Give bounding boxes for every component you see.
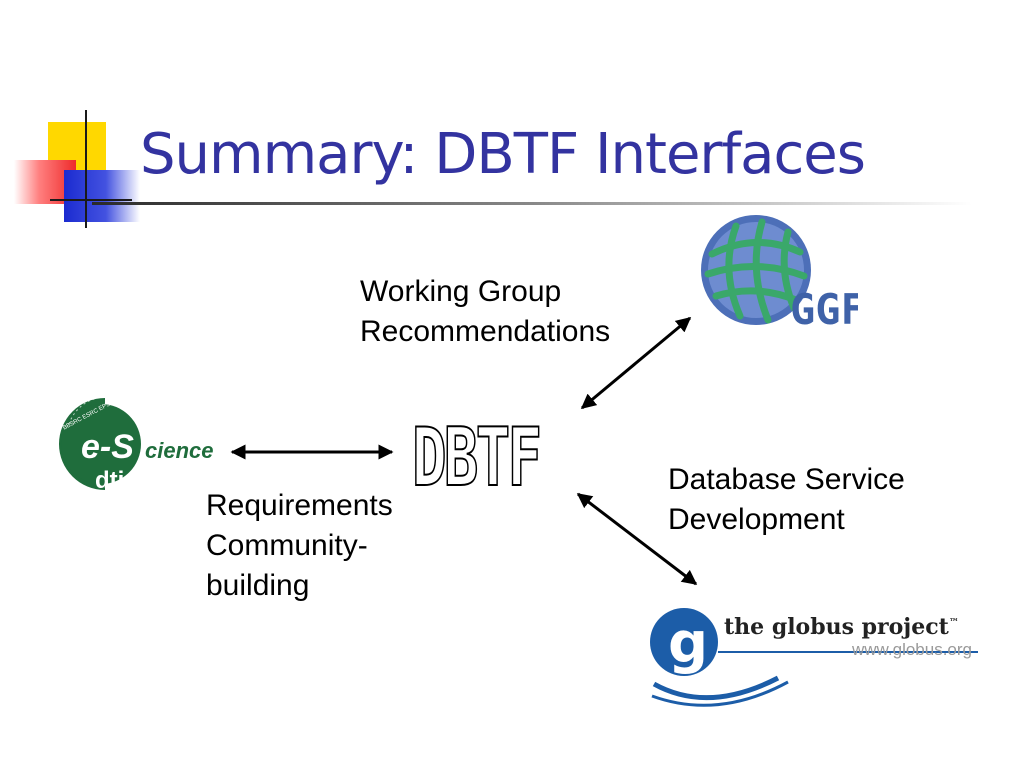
arrow-dbtf-globus	[576, 492, 698, 586]
globus-trademark: ™	[948, 617, 959, 629]
globus-logo-mark: g	[650, 608, 978, 707]
label-line: Working Group	[360, 275, 562, 308]
label-database-service-development: Database Service Development	[668, 460, 905, 540]
escience-main-letters: e-S	[81, 428, 134, 466]
title-underline	[92, 202, 972, 205]
label-requirements-community-building: Requirements Community- building	[206, 486, 393, 606]
label-line: Community-	[206, 529, 368, 562]
slide-title: Summary: DBTF Interfaces	[140, 122, 866, 187]
ggf-logo: GGF	[701, 215, 858, 334]
globus-project-name: the globus project™	[724, 614, 959, 640]
globus-url: www.globus.org	[852, 640, 973, 659]
arrow-dbtf-ggf	[580, 316, 692, 410]
escience-rest: cience	[145, 438, 214, 463]
label-line: Requirements	[206, 489, 393, 522]
title-decoration-horizontal-line	[50, 199, 132, 201]
label-line: Recommendations	[360, 315, 611, 348]
dbtf-node: DBTF	[411, 410, 543, 505]
escience-dti-logo: BBSRC ESRC EPSRC MRC NERC PPARC CCLRC e-…	[59, 394, 214, 494]
escience-sub: dti	[95, 467, 124, 494]
label-line: Development	[668, 503, 845, 536]
globus-name-text: the globus project	[724, 614, 949, 640]
label-line: building	[206, 569, 310, 602]
title-decoration-blue-square	[64, 170, 140, 222]
title-decoration-vertical-line	[85, 110, 87, 228]
label-working-group-recommendations: Working Group Recommendations	[360, 272, 610, 352]
globus-letter: g	[668, 611, 708, 676]
label-line: Database Service	[668, 463, 905, 496]
ggf-text: GGF	[790, 285, 858, 334]
